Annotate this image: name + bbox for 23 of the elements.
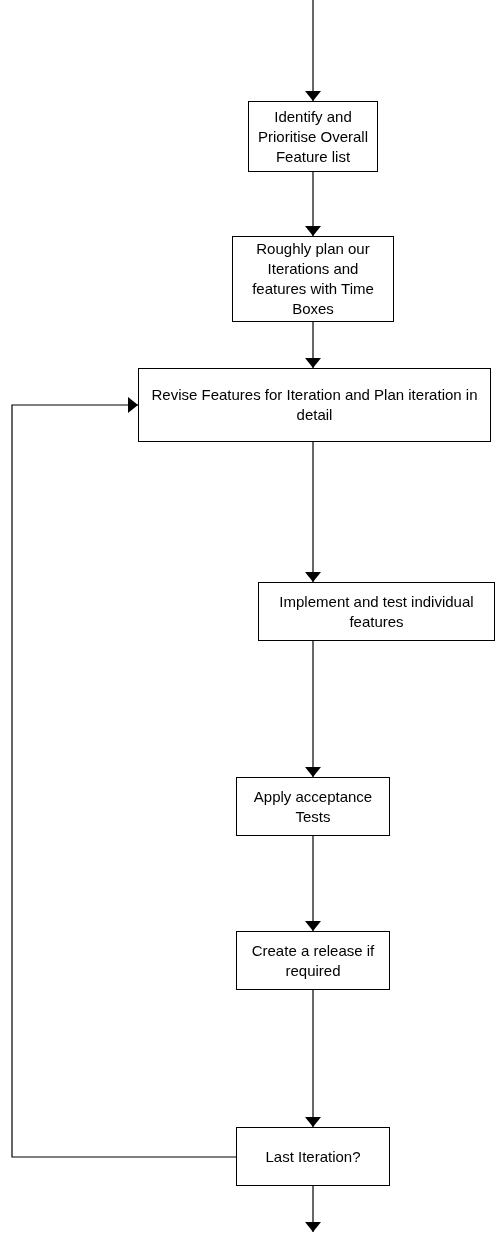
box-label: Create a release if required bbox=[250, 940, 376, 981]
process-box bbox=[258, 582, 495, 641]
process-box bbox=[236, 777, 390, 836]
process-box bbox=[236, 931, 390, 990]
box-label: Apply acceptance Tests bbox=[252, 786, 374, 827]
box-label: Revise Features for Iteration and Plan iteration in detail bbox=[150, 385, 479, 425]
arrow bbox=[305, 171, 321, 237]
box-label: Last Iteration? bbox=[265, 1146, 361, 1167]
arrow bbox=[305, 640, 321, 778]
process-box bbox=[232, 236, 394, 322]
arrow bbox=[305, 835, 321, 932]
arrow bbox=[305, 1185, 321, 1233]
process-box bbox=[236, 1127, 390, 1186]
arrow bbox=[305, 321, 321, 369]
arrow bbox=[305, 0, 321, 102]
arrow bbox=[11, 397, 237, 1158]
box-label: Roughly plan our Iterations and features with Time Boxes bbox=[251, 239, 375, 319]
arrow bbox=[305, 989, 321, 1128]
process-box bbox=[138, 368, 491, 442]
arrow bbox=[305, 441, 321, 583]
box-label: Identify and Prioritise Overall Feature list bbox=[257, 106, 369, 167]
box-label: Implement and test individual features bbox=[278, 591, 475, 632]
process-box bbox=[248, 101, 378, 172]
